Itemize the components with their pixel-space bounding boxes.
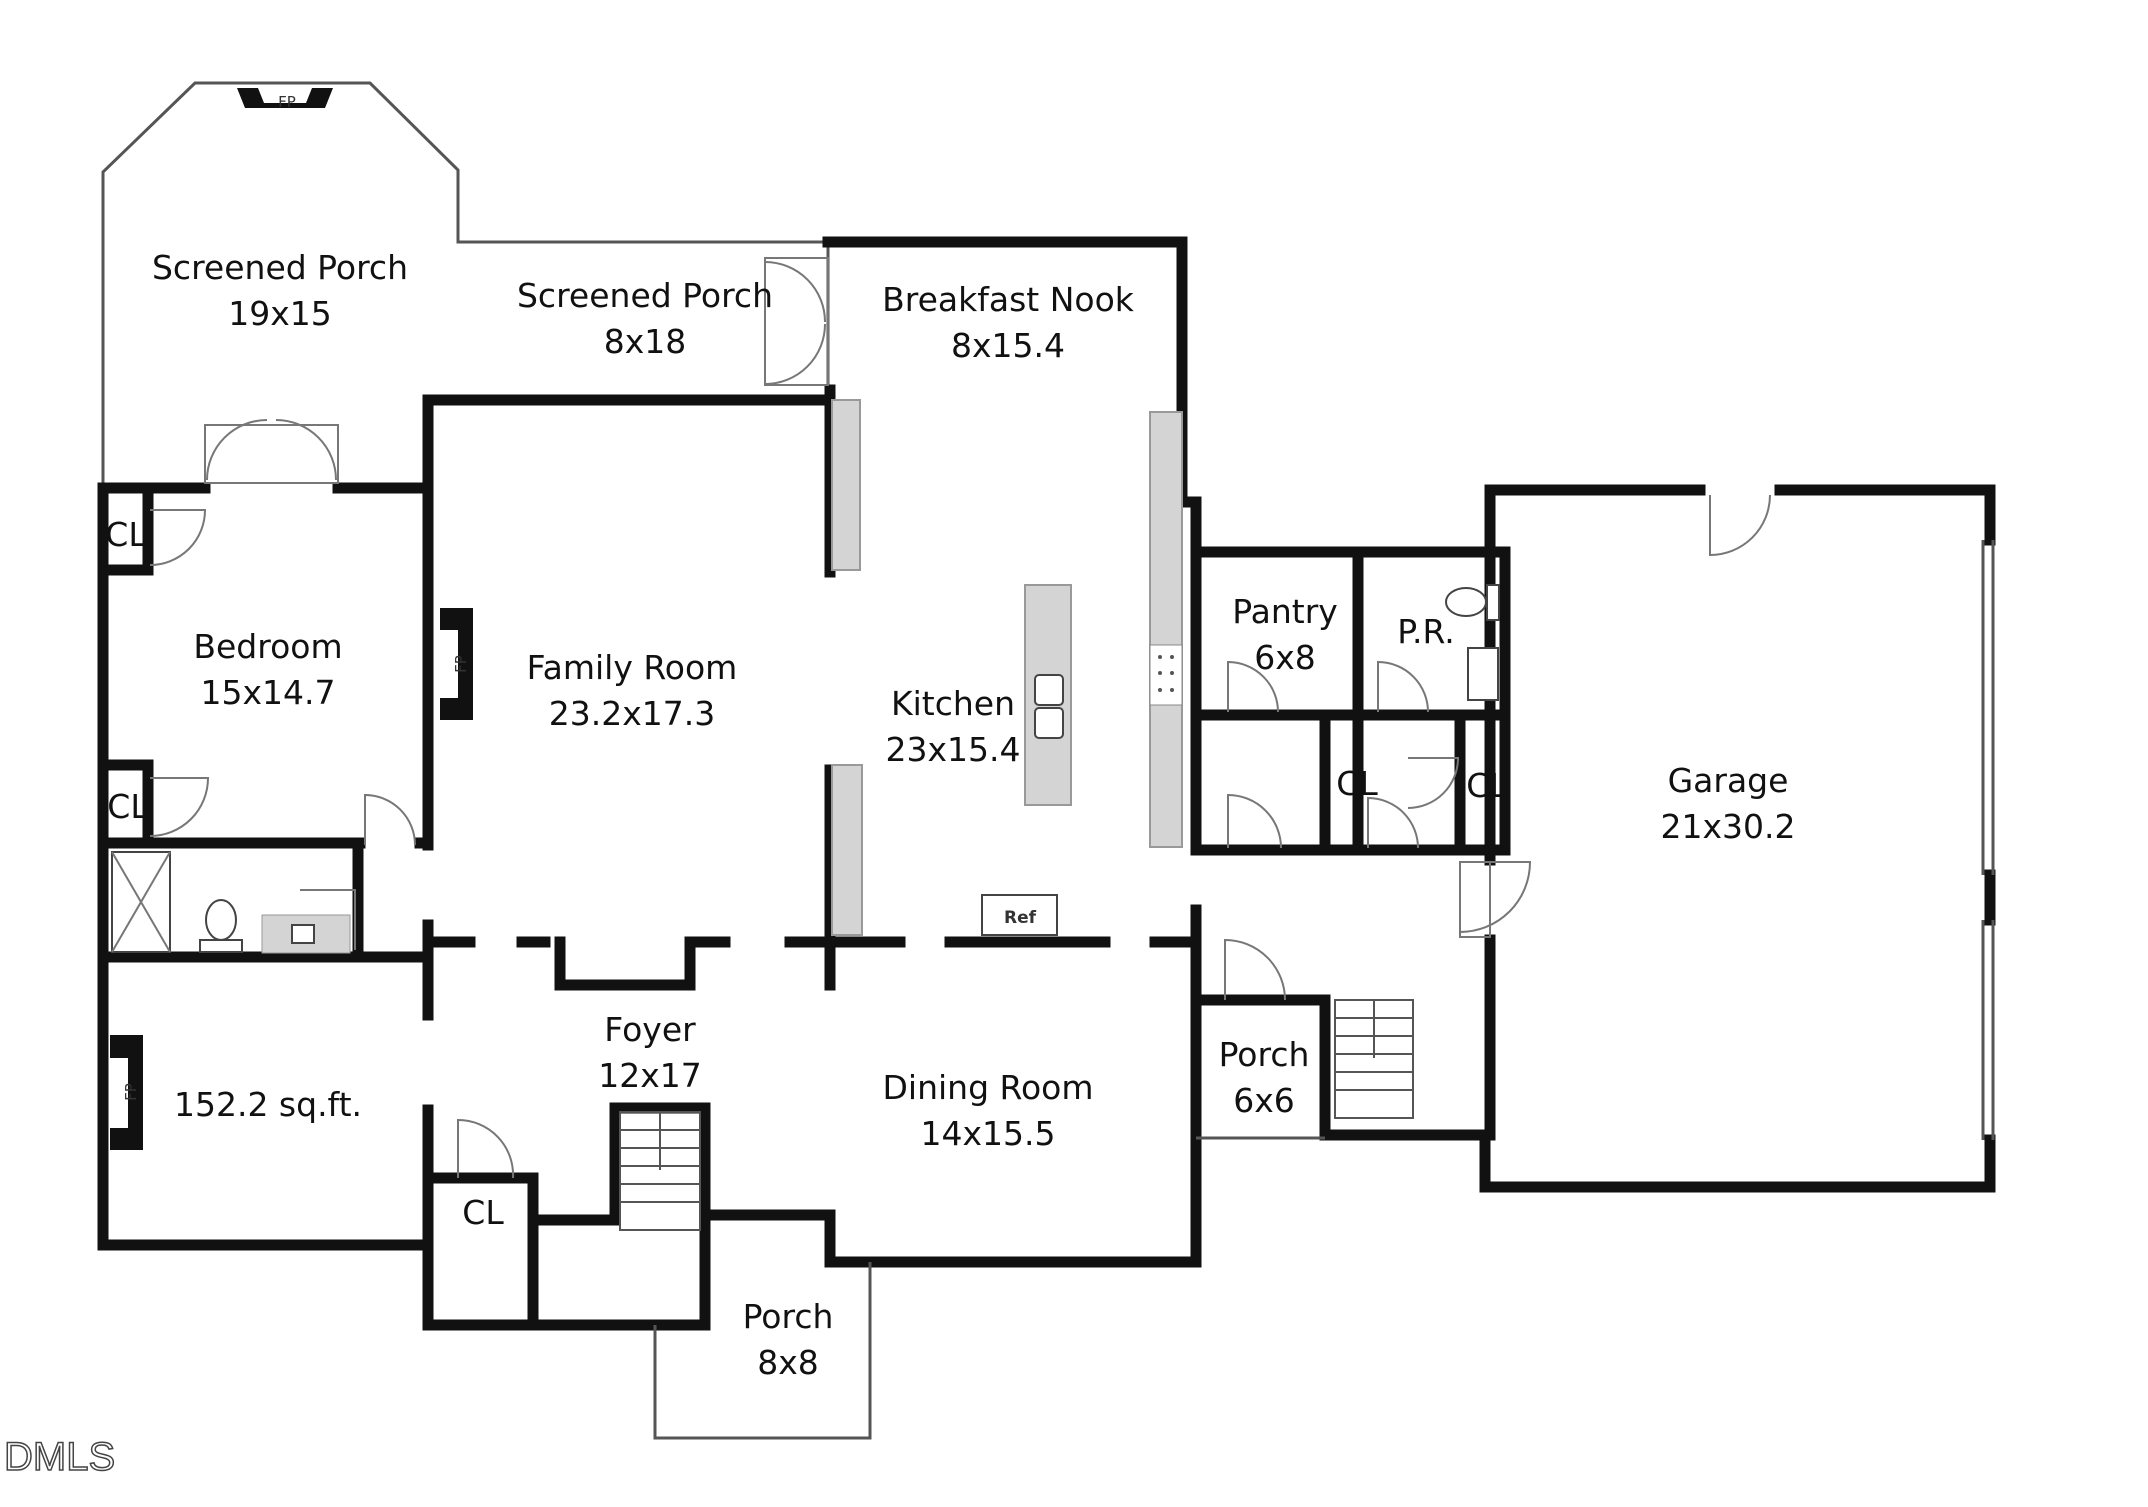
svg-text:FP: FP bbox=[452, 655, 470, 673]
room-size: 6x6 bbox=[1233, 1081, 1295, 1120]
room-name: Pantry bbox=[1232, 592, 1338, 631]
closet-labels: CL CL CL CL CL bbox=[105, 515, 1508, 1232]
room-size: 19x15 bbox=[228, 294, 332, 333]
room-name: Screened Porch bbox=[152, 248, 408, 287]
closet-label: CL bbox=[1336, 764, 1378, 803]
room-size: 152.2 sq.ft. bbox=[174, 1085, 362, 1124]
room-name: Family Room bbox=[527, 648, 738, 687]
room-name: Garage bbox=[1668, 761, 1789, 800]
room-porch-front: Porch 8x8 bbox=[743, 1297, 834, 1382]
room-name: Porch bbox=[1219, 1035, 1310, 1074]
svg-text:Ref: Ref bbox=[1004, 908, 1037, 928]
svg-text:FP: FP bbox=[278, 93, 296, 111]
room-foyer: Foyer 12x17 bbox=[598, 1010, 702, 1095]
room-size: 8x18 bbox=[604, 322, 687, 361]
stairs-foyer bbox=[619, 1111, 701, 1231]
room-dining-room: Dining Room 14x15.5 bbox=[883, 1068, 1094, 1153]
room-screened-porch-small: Screened Porch 8x18 bbox=[517, 276, 773, 361]
room-size: 8x8 bbox=[757, 1343, 819, 1382]
room-powder-room: P.R. bbox=[1397, 612, 1455, 651]
doors bbox=[149, 257, 1771, 1179]
svg-text:FP: FP bbox=[122, 1083, 140, 1101]
garage-window bbox=[1981, 540, 1995, 1140]
bath-fixtures bbox=[111, 851, 351, 954]
room-porch-side: Porch 6x6 bbox=[1219, 1035, 1310, 1120]
room-pantry: Pantry 6x8 bbox=[1232, 592, 1338, 677]
room-name: Foyer bbox=[604, 1010, 696, 1049]
powder-room-fixtures bbox=[1445, 584, 1500, 701]
interior-walls bbox=[97, 384, 1202, 1184]
watermark: DMLS bbox=[4, 1435, 115, 1479]
room-name: Screened Porch bbox=[517, 276, 773, 315]
room-size: 6x8 bbox=[1254, 638, 1316, 677]
front-porch-outline bbox=[653, 1136, 1325, 1440]
sink-icon bbox=[1034, 674, 1064, 739]
room-family-room: Family Room 23.2x17.3 bbox=[527, 648, 738, 733]
room-size: 12x17 bbox=[598, 1056, 702, 1095]
refrigerator-icon: Ref bbox=[981, 894, 1058, 936]
room-size: 8x15.4 bbox=[951, 326, 1065, 365]
room-name: P.R. bbox=[1397, 612, 1455, 651]
closet-label: CL bbox=[462, 1193, 504, 1232]
room-size: 23.2x17.3 bbox=[549, 694, 715, 733]
room-name: Dining Room bbox=[883, 1068, 1094, 1107]
closet-label: CL bbox=[1466, 766, 1508, 805]
office-fireplace-icon: FP bbox=[110, 1035, 143, 1150]
room-name: Bedroom bbox=[193, 627, 342, 666]
room-kitchen: Kitchen 23x15.4 bbox=[886, 684, 1021, 769]
room-size: 21x30.2 bbox=[1661, 807, 1796, 846]
closet-label: CL bbox=[107, 787, 149, 826]
room-name: Porch bbox=[743, 1297, 834, 1336]
porch-fireplace-icon: FP bbox=[237, 88, 333, 111]
family-fireplace-icon: FP bbox=[440, 608, 473, 720]
kitchen-counters bbox=[831, 399, 1183, 936]
closet-label: CL bbox=[105, 515, 147, 554]
room-name: Breakfast Nook bbox=[882, 280, 1135, 319]
stove-icon bbox=[1149, 644, 1183, 706]
stairs-side bbox=[1334, 999, 1414, 1119]
room-size: 23x15.4 bbox=[886, 730, 1021, 769]
room-office: 152.2 sq.ft. bbox=[174, 1085, 362, 1124]
room-size: 15x14.7 bbox=[201, 673, 336, 712]
room-bedroom: Bedroom 15x14.7 bbox=[193, 627, 342, 712]
room-screened-porch-large: Screened Porch 19x15 bbox=[152, 248, 408, 333]
room-garage: Garage 21x30.2 bbox=[1661, 761, 1796, 846]
room-size: 14x15.5 bbox=[921, 1114, 1056, 1153]
room-breakfast-nook: Breakfast Nook 8x15.4 bbox=[882, 280, 1135, 365]
room-name: Kitchen bbox=[891, 684, 1015, 723]
